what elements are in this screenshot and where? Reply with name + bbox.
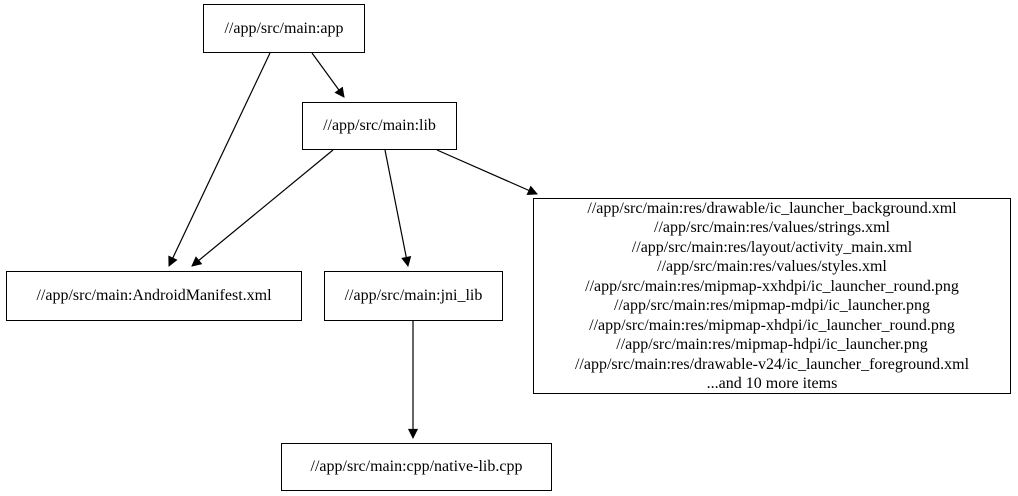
res-file-line: //app/src/main:res/mipmap-xxhdpi/ic_laun… xyxy=(585,277,959,295)
res-file-line: //app/src/main:res/mipmap-hdpi/ic_launch… xyxy=(616,336,928,353)
node-res-file-group: //app/src/main:res/drawable/ic_launcher_… xyxy=(533,198,1011,394)
res-file-line: //app/src/main:res/mipmap-xhdpi/ic_launc… xyxy=(589,316,955,334)
edge-lib-to-res-group xyxy=(436,149,538,195)
node-android-manifest: //app/src/main:AndroidManifest.xml xyxy=(6,271,302,321)
edge-lib-to-manifest xyxy=(191,149,334,267)
res-file-line-more: ...and 10 more items xyxy=(706,375,838,392)
res-file-line: //app/src/main:res/mipmap-mdpi/ic_launch… xyxy=(614,297,930,314)
res-file-line: //app/src/main:res/values/styles.xml xyxy=(657,258,887,275)
edge-app-to-manifest xyxy=(168,52,271,267)
node-native-lib-cpp: //app/src/main:cpp/native-lib.cpp xyxy=(281,443,552,491)
edge-app-to-lib xyxy=(311,52,345,98)
res-file-line: //app/src/main:res/drawable/ic_launcher_… xyxy=(587,199,957,217)
node-app: //app/src/main:app xyxy=(203,4,365,53)
edge-lib-to-jni-lib xyxy=(384,149,412,268)
res-file-line: //app/src/main:res/layout/activity_main.… xyxy=(631,238,913,256)
res-file-line: //app/src/main:res/drawable-v24/ic_launc… xyxy=(574,355,970,373)
node-lib: //app/src/main:lib xyxy=(302,102,457,150)
node-jni-lib: //app/src/main:jni_lib xyxy=(324,271,503,321)
res-file-line: //app/src/main:res/values/strings.xml xyxy=(654,219,890,236)
